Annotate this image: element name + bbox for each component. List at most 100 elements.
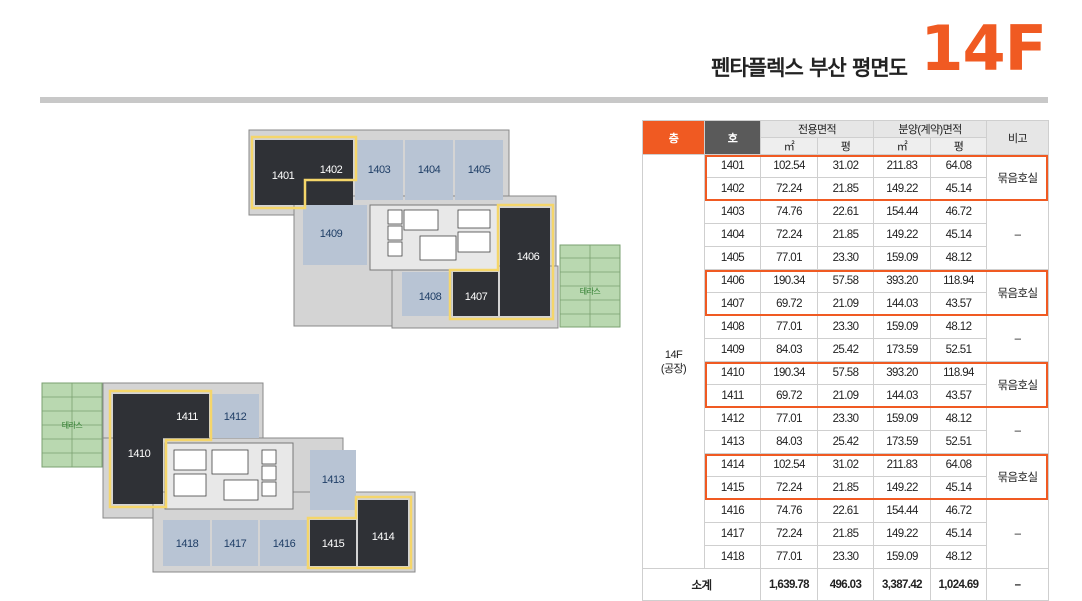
area-value-cell: 45.14 bbox=[930, 476, 987, 500]
bundle-1401-1402 bbox=[250, 135, 358, 210]
bundle-1414-1415 bbox=[306, 495, 413, 570]
unit-label-1417: 1417 bbox=[224, 538, 247, 550]
area-value-cell: 52.51 bbox=[930, 430, 987, 454]
unit-number-cell: 1412 bbox=[704, 407, 761, 431]
area-value-cell: 57.58 bbox=[817, 361, 874, 385]
area-value-cell: 72.24 bbox=[760, 177, 818, 201]
col-header-unit: 호 bbox=[704, 120, 761, 155]
area-value-cell: 31.02 bbox=[817, 453, 874, 477]
area-value-cell: 72.24 bbox=[760, 522, 818, 546]
unit-1407 bbox=[453, 272, 498, 316]
area-value-cell: 211.83 bbox=[873, 453, 931, 477]
note-bundle-cell: 묶음호실 bbox=[986, 453, 1049, 500]
area-value-cell: 118.94 bbox=[930, 361, 987, 385]
unit-label-1413: 1413 bbox=[322, 474, 345, 486]
area-value-cell: 211.83 bbox=[873, 154, 931, 178]
unit-label-1416: 1416 bbox=[273, 538, 296, 550]
floor-plan-drawing: 1401 1402 1403 1404 1405 1406 1407 1408 … bbox=[41, 129, 621, 573]
area-value-cell: 149.22 bbox=[873, 177, 931, 201]
unit-number-cell: 1410 bbox=[704, 361, 761, 385]
unit-1411 bbox=[163, 394, 209, 438]
area-value-cell: 69.72 bbox=[760, 384, 818, 408]
area-value-cell: 84.03 bbox=[760, 430, 818, 454]
unit-1416 bbox=[260, 520, 308, 566]
floor-number: 14F bbox=[920, 12, 1047, 85]
upper-block: 1401 1402 1403 1404 1405 1406 1407 1408 … bbox=[248, 129, 621, 329]
area-table-wrapper: 층 호 전용면적 분양(계약)면적 비고 ㎡ 평 ㎡ 평 14F(공장)1401… bbox=[642, 120, 1049, 601]
area-value-cell: 144.03 bbox=[873, 292, 931, 316]
unit-label-1404: 1404 bbox=[418, 164, 441, 176]
col-header-sale: 분양(계약)면적 bbox=[873, 120, 987, 138]
unit-1402 bbox=[305, 140, 353, 205]
area-value-cell: 149.22 bbox=[873, 522, 931, 546]
terrace-label-upper: 테라스 bbox=[580, 287, 601, 296]
unit-label-1405: 1405 bbox=[468, 164, 491, 176]
unit-number-cell: 1406 bbox=[704, 269, 761, 293]
area-value-cell: 159.09 bbox=[873, 545, 931, 569]
area-value-cell: 190.34 bbox=[760, 269, 818, 293]
area-value-cell: 77.01 bbox=[760, 407, 818, 431]
terrace-label-lower: 테라스 bbox=[62, 421, 83, 430]
area-value-cell: 84.03 bbox=[760, 338, 818, 362]
area-value-cell: 52.51 bbox=[930, 338, 987, 362]
col-header-floor: 층 bbox=[642, 120, 705, 155]
floor-sub-label: (공장) bbox=[660, 362, 687, 375]
unit-number-cell: 1404 bbox=[704, 223, 761, 247]
area-value-cell: 159.09 bbox=[873, 407, 931, 431]
area-value-cell: 69.72 bbox=[760, 292, 818, 316]
area-value-cell: 74.76 bbox=[760, 200, 818, 224]
area-value-cell: 45.14 bbox=[930, 522, 987, 546]
col-header-exclusive-pyeong: 평 bbox=[817, 137, 874, 155]
unit-1405 bbox=[455, 140, 503, 200]
area-value-cell: 21.09 bbox=[817, 292, 874, 316]
area-value-cell: 31.02 bbox=[817, 154, 874, 178]
area-value-cell: 43.57 bbox=[930, 384, 987, 408]
unit-label-1408: 1408 bbox=[419, 291, 442, 303]
subtotal-label: 소계 bbox=[642, 568, 761, 601]
area-value-cell: 77.01 bbox=[760, 315, 818, 339]
area-value-cell: 159.09 bbox=[873, 315, 931, 339]
unit-label-1403: 1403 bbox=[368, 164, 391, 176]
area-value-cell: 45.14 bbox=[930, 223, 987, 247]
area-value-cell: 77.01 bbox=[760, 246, 818, 270]
unit-1410 bbox=[113, 394, 163, 504]
unit-number-cell: 1402 bbox=[704, 177, 761, 201]
area-value-cell: 77.01 bbox=[760, 545, 818, 569]
unit-number-cell: 1416 bbox=[704, 499, 761, 523]
subtotal-value: 1,024.69 bbox=[930, 568, 987, 601]
area-value-cell: 173.59 bbox=[873, 430, 931, 454]
col-header-sale-pyeong: 평 bbox=[930, 137, 987, 155]
unit-label-1418: 1418 bbox=[176, 538, 199, 550]
unit-number-cell: 1413 bbox=[704, 430, 761, 454]
unit-number-cell: 1405 bbox=[704, 246, 761, 270]
area-value-cell: 22.61 bbox=[817, 200, 874, 224]
area-table: 층 호 전용면적 분양(계약)면적 비고 ㎡ 평 ㎡ 평 14F(공장)1401… bbox=[642, 120, 1049, 601]
area-value-cell: 23.30 bbox=[817, 545, 874, 569]
unit-number-cell: 1415 bbox=[704, 476, 761, 500]
unit-1403 bbox=[355, 140, 403, 200]
area-value-cell: 64.08 bbox=[930, 154, 987, 178]
unit-1404 bbox=[405, 140, 453, 200]
area-value-cell: 393.20 bbox=[873, 269, 931, 293]
area-value-cell: 173.59 bbox=[873, 338, 931, 362]
unit-1415 bbox=[310, 520, 356, 566]
bundle-1410-1411 bbox=[108, 389, 213, 509]
unit-label-1414: 1414 bbox=[372, 531, 395, 543]
floor-label: 14F bbox=[664, 348, 683, 361]
area-value-cell: 118.94 bbox=[930, 269, 987, 293]
area-value-cell: 48.12 bbox=[930, 246, 987, 270]
page-title: 펜타플렉스 부산 평면도 bbox=[711, 56, 908, 80]
unit-number-cell: 1401 bbox=[704, 154, 761, 178]
col-header-exclusive: 전용면적 bbox=[760, 120, 874, 138]
unit-1412 bbox=[211, 394, 259, 438]
note-bundle-cell: 묶음호실 bbox=[986, 361, 1049, 408]
unit-number-cell: 1414 bbox=[704, 453, 761, 477]
